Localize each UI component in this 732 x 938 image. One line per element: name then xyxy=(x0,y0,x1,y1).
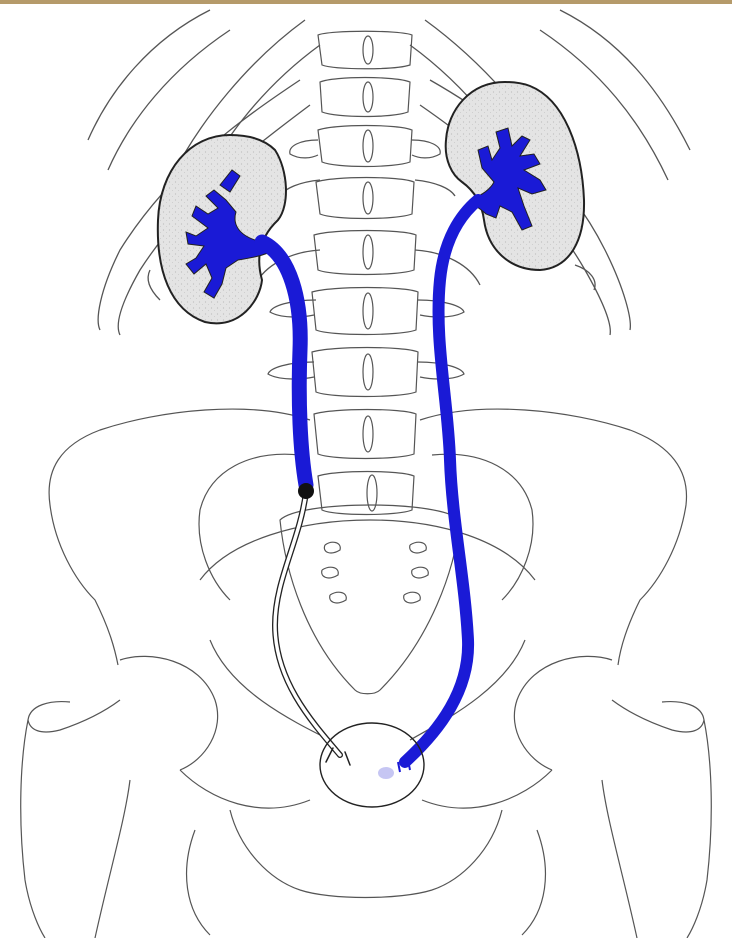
ureteral-obstruction xyxy=(298,483,314,499)
left-ureter xyxy=(405,200,478,762)
right-ureter xyxy=(262,242,350,765)
femurs xyxy=(21,700,712,938)
left-kidney xyxy=(446,82,584,270)
right-kidney xyxy=(158,135,286,323)
bladder xyxy=(320,723,424,807)
pelvis xyxy=(49,409,686,935)
